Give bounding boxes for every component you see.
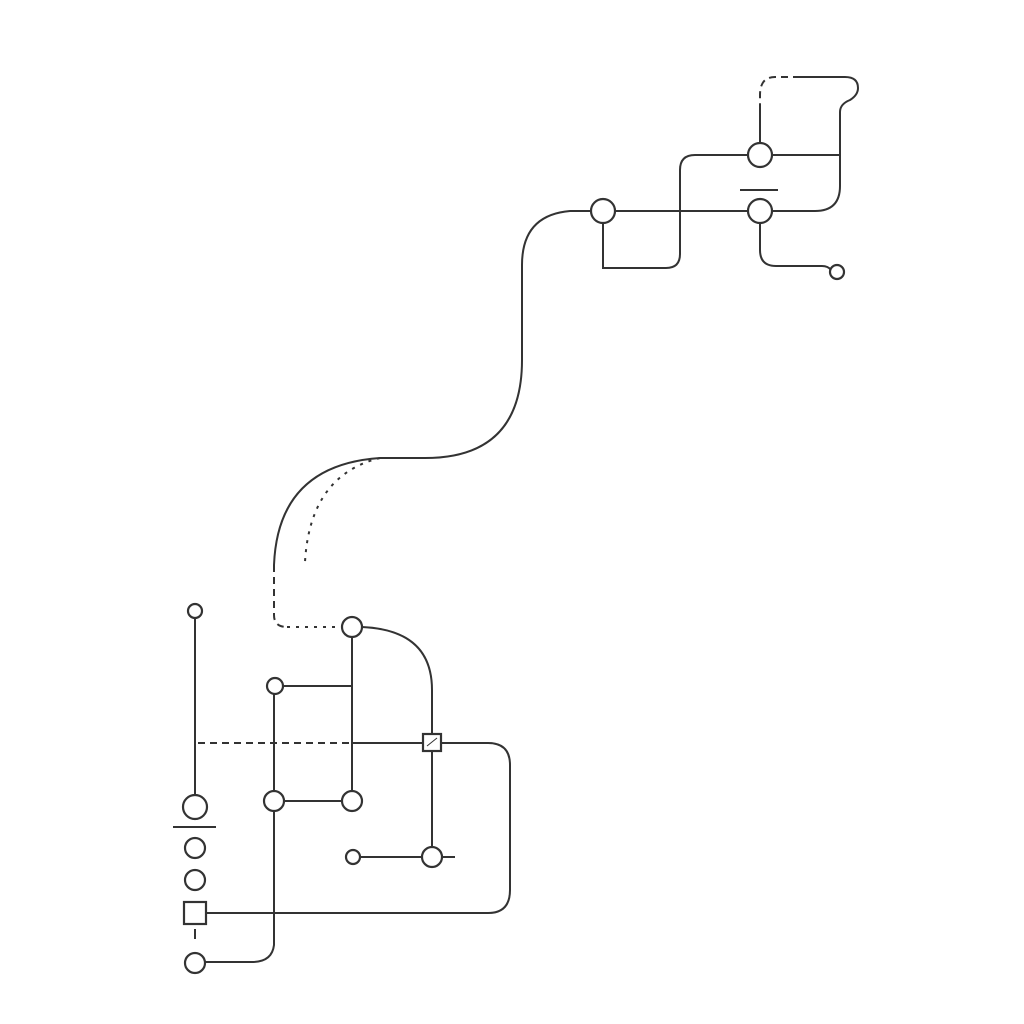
node-b bbox=[746, 141, 774, 169]
node-d bbox=[340, 615, 364, 639]
node-c bbox=[746, 197, 774, 225]
edge-c-down bbox=[759, 223, 832, 271]
edge-g-down bbox=[205, 811, 275, 963]
edge-a-loop bbox=[602, 154, 748, 269]
edge-top-dashed bbox=[759, 76, 800, 110]
node-square bbox=[182, 900, 208, 926]
node-g bbox=[262, 789, 286, 813]
node-a bbox=[589, 197, 617, 225]
node-bottom bbox=[183, 951, 207, 975]
node-left-2 bbox=[183, 868, 207, 892]
node-left-1 bbox=[183, 836, 207, 860]
node-h bbox=[340, 789, 364, 813]
edge-box-loop bbox=[206, 742, 511, 914]
node-left-large bbox=[181, 793, 209, 821]
switch-box-glyph bbox=[426, 737, 438, 747]
edge-parallel-dotted bbox=[304, 457, 381, 563]
edge-main-dashed bbox=[273, 565, 288, 628]
node-left-top bbox=[186, 602, 204, 620]
bottom-left-cluster bbox=[173, 602, 511, 975]
edge-c-right-loop bbox=[772, 76, 860, 212]
long-connector bbox=[273, 210, 591, 628]
node-f bbox=[265, 676, 285, 696]
edge-main-curve bbox=[273, 210, 591, 566]
edge-d-to-box bbox=[361, 626, 433, 734]
node-end-small bbox=[828, 263, 846, 281]
node-e bbox=[420, 845, 444, 869]
top-right-cluster bbox=[589, 76, 860, 281]
node-small-left bbox=[344, 848, 362, 866]
